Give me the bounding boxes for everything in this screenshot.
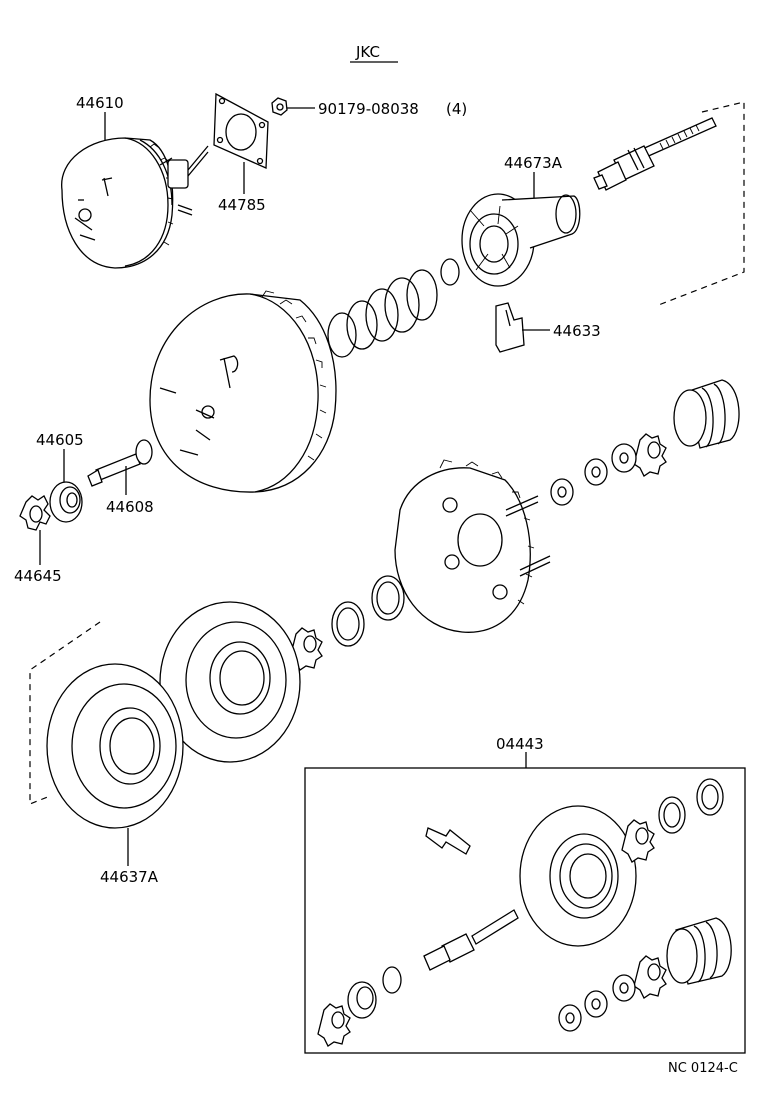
diaphragm-drawing xyxy=(46,601,301,829)
return-spring-drawing xyxy=(327,269,438,358)
callout-44610: 44610 xyxy=(76,94,124,112)
seal-washers-drawing xyxy=(550,433,667,506)
model-code-label: JKC xyxy=(355,43,380,61)
rear-shell-drawing xyxy=(394,459,551,633)
callout-04443: 04443 xyxy=(496,735,544,753)
booster-assembly-drawing xyxy=(61,137,209,269)
figure-code: NC 0124-C xyxy=(668,1061,738,1076)
bearing-drawing xyxy=(49,481,83,523)
callout-44785: 44785 xyxy=(218,196,266,214)
nut-drawing xyxy=(271,97,288,116)
lock-washer-drawing xyxy=(19,495,51,531)
callout-44645: 44645 xyxy=(14,567,62,585)
rear-seals-drawing xyxy=(289,575,405,671)
callout-44637a: 44637A xyxy=(100,868,159,886)
gasket-drawing xyxy=(213,92,269,169)
bolt-drawing xyxy=(87,439,153,487)
reaction-disc-drawing xyxy=(440,258,460,286)
boot-drawing xyxy=(673,379,740,449)
booster-housing-drawing xyxy=(149,290,337,493)
callout-90179-quantity: (4) xyxy=(446,100,467,118)
repair-kit-parts-drawing xyxy=(317,778,732,1047)
callout-90179-08038: 90179-08038 xyxy=(318,100,419,118)
valve-stop-key-drawing xyxy=(495,302,525,353)
valve-body-drawing xyxy=(461,193,581,287)
push-rod-drawing xyxy=(593,117,717,191)
repair-kit-box xyxy=(304,767,746,1054)
callout-44605: 44605 xyxy=(36,431,84,449)
callout-44608: 44608 xyxy=(106,498,154,516)
callout-44673a: 44673A xyxy=(504,154,563,172)
callout-44633: 44633 xyxy=(553,322,601,340)
